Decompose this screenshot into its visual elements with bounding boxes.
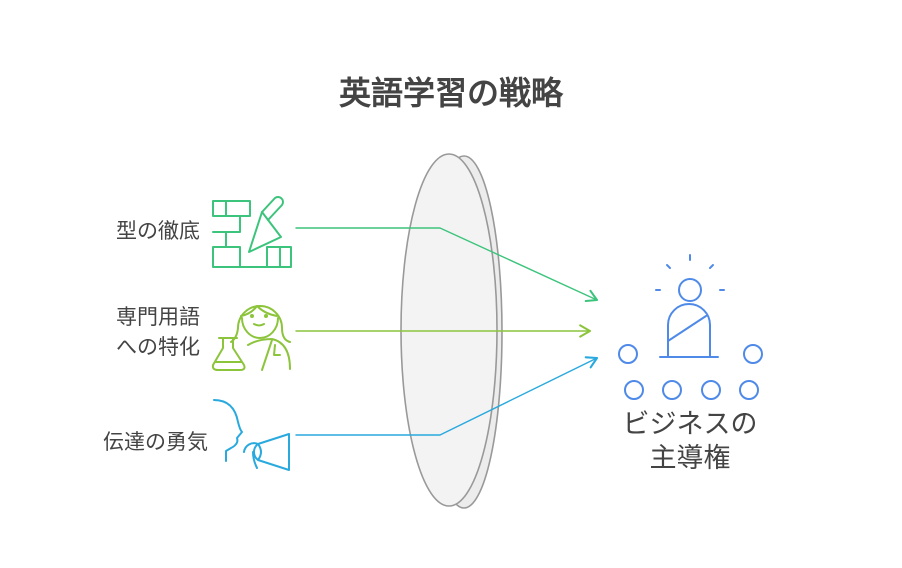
label-line: 主導権 [649, 443, 731, 474]
arrow-courage [295, 356, 599, 436]
diagram-title: 英語学習の戦略 [338, 74, 563, 112]
brick-wall-trowel-icon [212, 196, 292, 268]
input-label-courage: 伝達の勇気 [103, 430, 208, 454]
output-label: ビジネスの 主導権 [600, 408, 780, 476]
leader-audience-icon [618, 254, 763, 400]
label-line: 専門用語 [116, 305, 200, 329]
input-label-terminology: 専門用語 への特化 [116, 302, 200, 362]
arrow-form [295, 227, 599, 303]
lens-icon [400, 153, 503, 509]
speaker-megaphone-icon [213, 399, 290, 471]
label-line: ビジネスの [622, 409, 758, 440]
scientist-flask-icon [211, 305, 291, 371]
label-line: への特化 [116, 335, 200, 359]
input-label-form: 型の徹底 [116, 219, 200, 243]
